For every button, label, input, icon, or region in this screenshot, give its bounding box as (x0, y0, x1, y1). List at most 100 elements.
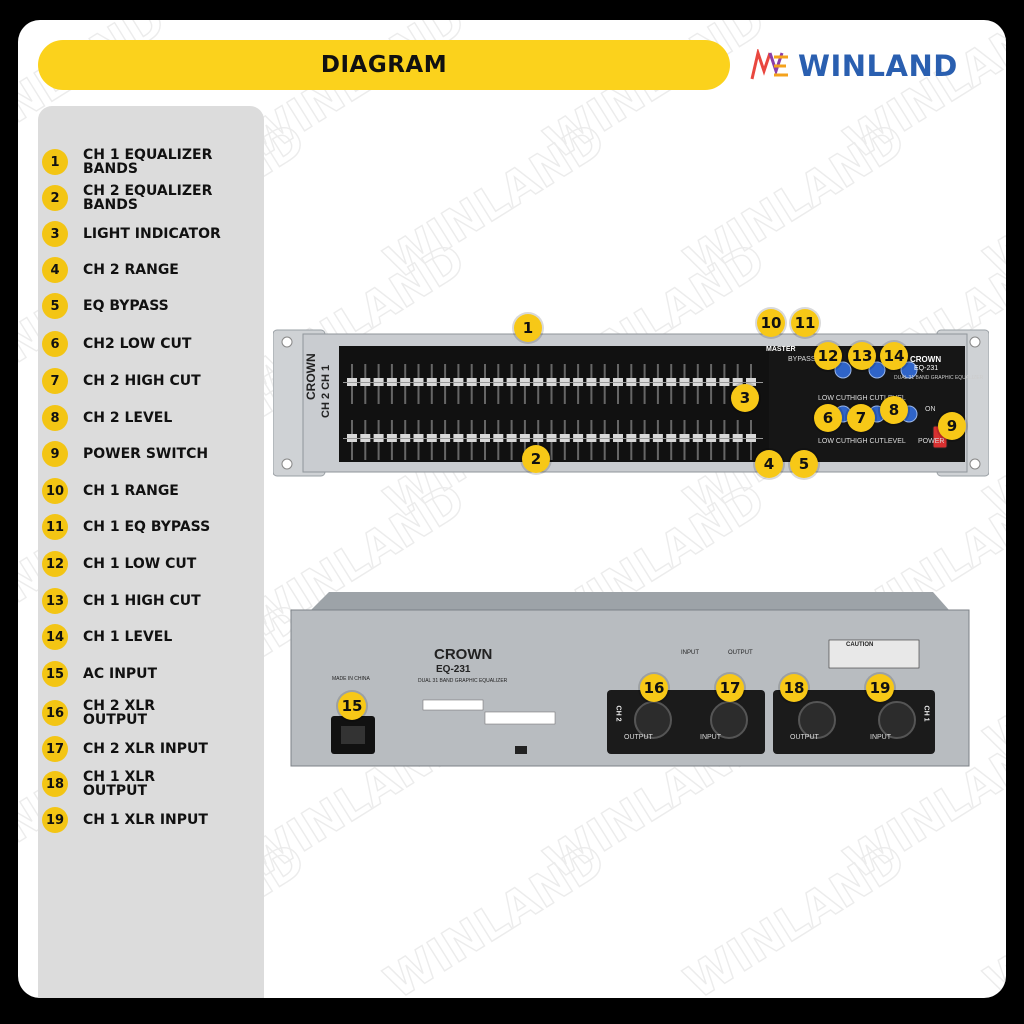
brand-logo: WINLAND (750, 46, 958, 86)
callout-8: 8 (880, 396, 908, 424)
front-brand: CROWN (304, 353, 318, 400)
legend-label: CH 2 LEVEL (83, 410, 173, 426)
legend-label: AC INPUT (83, 666, 158, 682)
callout-19: 19 (866, 674, 894, 702)
callout-4: 4 (755, 450, 783, 478)
callout-7: 7 (847, 404, 875, 432)
front-panel (273, 329, 989, 477)
legend-label: CH 1 XLR INPUT (83, 812, 208, 828)
rotary-knob (900, 361, 918, 379)
legend-label: CH 1 RANGE (83, 483, 179, 499)
front-ch-label: CH 2 CH 1 (320, 364, 332, 418)
legend-label: CH 2 EQUALIZER BANDS (83, 183, 213, 213)
front-bypass-label: BYPASS (788, 356, 816, 363)
watermark-text: WINLAND (375, 832, 614, 998)
legend-number-badge: 13 (42, 588, 68, 614)
front-power-label: POWER (918, 438, 945, 445)
back-ch1-input-label: INPUT (870, 734, 891, 741)
front-model: EQ-231 (914, 365, 939, 372)
back-ch1-tag: CH 1 (922, 705, 930, 722)
eq-center-line (343, 438, 763, 439)
callout-9: 9 (938, 412, 966, 440)
watermark-text: WINLAND (975, 832, 1006, 998)
legend-label: CH 1 EQ BYPASS (83, 519, 211, 535)
front-subtitle: DUAL 31 BAND GRAPHIC EQUALIZER (894, 375, 984, 381)
legend-label: POWER SWITCH (83, 446, 209, 462)
callout-2: 2 (522, 445, 550, 473)
callout-5: 5 (790, 450, 818, 478)
callout-15: 15 (338, 692, 366, 720)
barcode-sticker (484, 711, 556, 725)
legend-label: CH2 LOW CUT (83, 336, 192, 352)
front-crown-brand: CROWN (910, 355, 942, 364)
legend-item-15: 15 AC INPUT (42, 661, 223, 687)
front-high-cut-1: HIGH CUT (850, 395, 884, 402)
back-input-top: INPUT (681, 650, 699, 656)
callout-10: 10 (757, 309, 785, 337)
legend-number-badge: 4 (42, 257, 68, 283)
rack-hole (969, 458, 981, 470)
watermark-text: WINLAND (835, 20, 1006, 169)
watermark-text: WINLAND (375, 112, 614, 289)
front-low-cut-1: LOW CUT (818, 395, 851, 402)
back-chassis-top (311, 592, 949, 610)
back-ch2-input-label: INPUT (700, 734, 721, 741)
legend-label: CH 1 EQUALIZER BANDS (83, 147, 213, 177)
eq-slider-bank (343, 364, 763, 460)
winland-logo-icon (750, 49, 788, 80)
legend-item-14: 14 CH 1 LEVEL (42, 624, 223, 650)
watermark-text: WINLAND (975, 592, 1006, 769)
legend-label: CH 1 XLR OUTPUT (83, 769, 155, 799)
watermark-text: WINLAND (675, 112, 914, 289)
legend-item-9: 9 POWER SWITCH (42, 441, 223, 467)
legend-label: LIGHT INDICATOR (83, 226, 221, 242)
back-panel (290, 592, 970, 767)
rotary-knob (868, 361, 886, 379)
legend-number-badge: 9 (42, 441, 68, 467)
legend-number-badge: 1 (42, 149, 68, 175)
front-level-2: LEVEL (884, 438, 906, 445)
caution-label (828, 639, 920, 669)
legend-number-badge: 5 (42, 293, 68, 319)
legend-number-badge: 19 (42, 807, 68, 833)
rack-hole (969, 336, 981, 348)
front-high-cut-2: HIGH CUT (850, 438, 884, 445)
callout-17: 17 (716, 674, 744, 702)
legend-label: CH 2 XLR INPUT (83, 741, 208, 757)
legend-number-badge: 7 (42, 368, 68, 394)
ac-input-pins (341, 726, 365, 744)
rotary-knob (834, 361, 852, 379)
legend-item-18: 18 CH 1 XLR OUTPUT (42, 770, 223, 798)
rack-hole (281, 458, 293, 470)
brand-name: WINLAND (798, 49, 958, 83)
legend-number-badge: 17 (42, 736, 68, 762)
knob-group (834, 361, 918, 423)
legend-label: CH 1 LEVEL (83, 629, 173, 645)
callout-16: 16 (640, 674, 668, 702)
legend-number-badge: 3 (42, 221, 68, 247)
legend-number-badge: 18 (42, 771, 68, 797)
xlr-ch2-output (634, 701, 672, 739)
legend-item-19: 19 CH 1 XLR INPUT (42, 807, 223, 833)
legend-number-badge: 14 (42, 624, 68, 650)
callout-6: 6 (814, 404, 842, 432)
legend-number-badge: 15 (42, 661, 68, 687)
front-on-label: ON (925, 406, 936, 413)
callout-18: 18 (780, 674, 808, 702)
legend-label: CH 1 LOW CUT (83, 556, 197, 572)
legend-item-3: 3 LIGHT INDICATOR (42, 221, 223, 247)
callout-12: 12 (814, 342, 842, 370)
eq-panel-black (339, 346, 769, 462)
